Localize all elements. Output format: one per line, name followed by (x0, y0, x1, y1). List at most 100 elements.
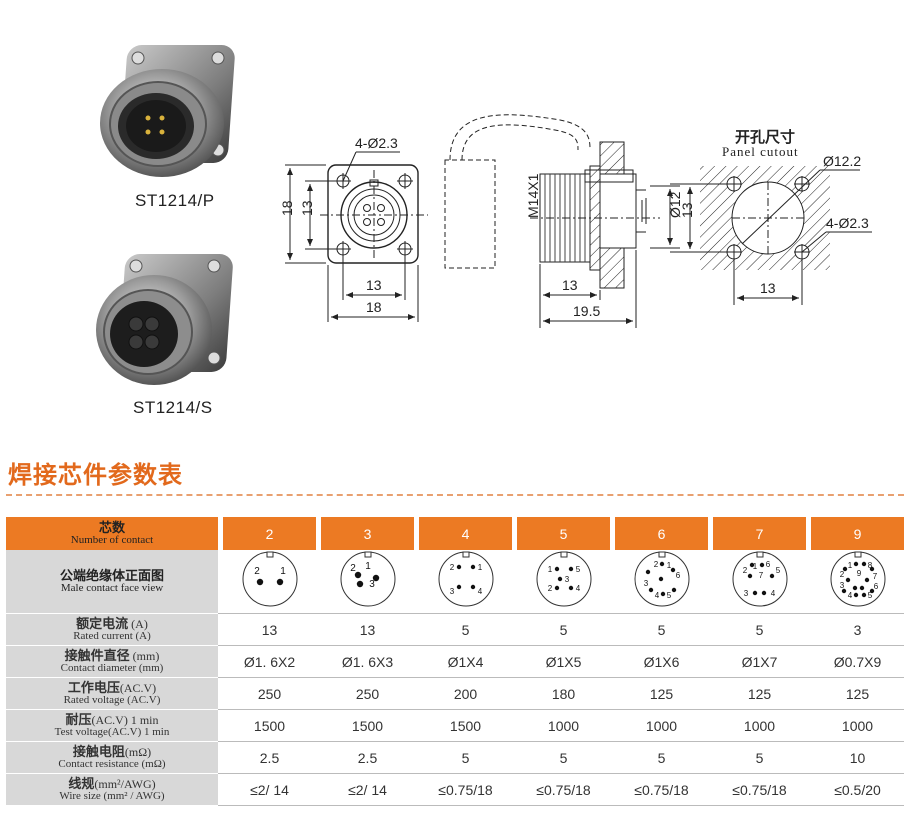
column-gap (806, 742, 811, 774)
pin-number: 5 (867, 591, 872, 600)
pin-number: 4 (770, 589, 775, 598)
table-cell: 125 (811, 678, 904, 710)
pin-number: 1 (847, 561, 852, 570)
pin-number: 2 (449, 563, 454, 572)
column-gap (512, 614, 517, 646)
contact-pin (554, 566, 559, 572)
row-label: 线规(mm²/AWG)Wire size (mm² / AWG) (6, 774, 218, 806)
table-cell: Ø1X6 (615, 646, 708, 678)
row-label-cn: 耐压(AC.V) 1 min (6, 713, 218, 727)
column-gap (806, 678, 811, 710)
front-height-outer-dim: 18 (279, 200, 295, 216)
column-header: 6 (615, 517, 708, 550)
pin-number: 4 (654, 591, 659, 600)
table-cell: 1000 (615, 710, 708, 742)
pin-number: 2 (742, 566, 747, 575)
column-header: 4 (419, 517, 512, 550)
pin-number: 6 (873, 582, 878, 591)
side-view-drawing: M14X1 Ø12 13 19.5 (444, 114, 683, 328)
cutout-diameter-dim: Ø12.2 (823, 153, 861, 169)
table-cell: 2.5 (321, 742, 414, 774)
pin-number: 6 (765, 560, 770, 569)
header-contact-count-en: Number of contact (70, 533, 154, 546)
key-notch (266, 551, 273, 558)
column-gap (806, 774, 811, 806)
key-notch (854, 551, 861, 558)
column-gap (610, 614, 615, 646)
row-label-cn: 接触电阻(mΩ) (6, 745, 218, 759)
contact-pin (852, 585, 857, 591)
pin-number: 1 (666, 561, 671, 570)
column-gap (316, 710, 321, 742)
row-label: 额定电流 (A)Rated current (A) (6, 614, 218, 646)
column-gap (218, 646, 223, 678)
pin-number: 7 (872, 572, 877, 581)
cutout-height-dim: 13 (679, 202, 695, 218)
contact-pin (354, 571, 361, 579)
row-label-cn-unit: (A) (128, 616, 148, 631)
column-gap (708, 614, 713, 646)
contact-pin (761, 590, 766, 596)
pin-number: 3 (369, 579, 375, 590)
column-gap (610, 774, 615, 806)
column-gap (610, 678, 615, 710)
pin-number: 9 (856, 569, 861, 578)
row-label-cn-text: 接触电阻 (72, 743, 125, 759)
front-width-outer-dim: 18 (366, 299, 382, 315)
pin-number: 5 (666, 591, 671, 600)
contact-pin (747, 573, 752, 579)
table-cell: 125 (713, 678, 806, 710)
pin-layout-label-cn: 公端绝缘体正面图 (6, 569, 218, 583)
contact-pin (470, 584, 475, 590)
front-view-drawing: 4-Ø2.3 18 13 13 18 (279, 135, 428, 322)
contact-pin (859, 585, 864, 591)
section-title: 焊接芯件参数表 (8, 462, 183, 489)
row-label-cn-unit: (mΩ) (124, 744, 152, 759)
key-notch (560, 551, 567, 558)
contact-pin (456, 564, 461, 570)
column-gap (806, 614, 811, 646)
row-label-cn: 工作电压(AC.V) (6, 681, 218, 695)
table-cell: 1000 (713, 710, 806, 742)
pin-number: 1 (280, 566, 286, 577)
table-cell: ≤0.75/18 (517, 774, 610, 806)
column-gap (708, 550, 713, 614)
pin-number: 4 (477, 587, 482, 596)
cutout-width-dim: 13 (760, 280, 776, 296)
contact-pin (670, 567, 675, 573)
contact-pin (470, 564, 475, 570)
column-gap (414, 678, 419, 710)
column-header: 9 (811, 517, 904, 550)
table-cell: 1500 (223, 710, 316, 742)
key-notch (658, 551, 665, 558)
column-gap (512, 710, 517, 742)
column-gap (218, 550, 223, 614)
pin-number: 3 (449, 587, 454, 596)
insulator-outline (438, 551, 493, 607)
row-label-en: Wire size (mm² / AWG) (59, 789, 165, 802)
column-gap (610, 710, 615, 742)
side-13-dim: 13 (562, 277, 578, 293)
contact-pin (869, 566, 874, 572)
male-part-number: ST1214/P (135, 191, 215, 210)
contact-pin (256, 578, 263, 586)
contact-pin (752, 590, 757, 596)
column-gap (806, 550, 811, 614)
column-gap (708, 742, 713, 774)
column-header: 2 (223, 517, 316, 550)
contact-pin (658, 576, 663, 582)
